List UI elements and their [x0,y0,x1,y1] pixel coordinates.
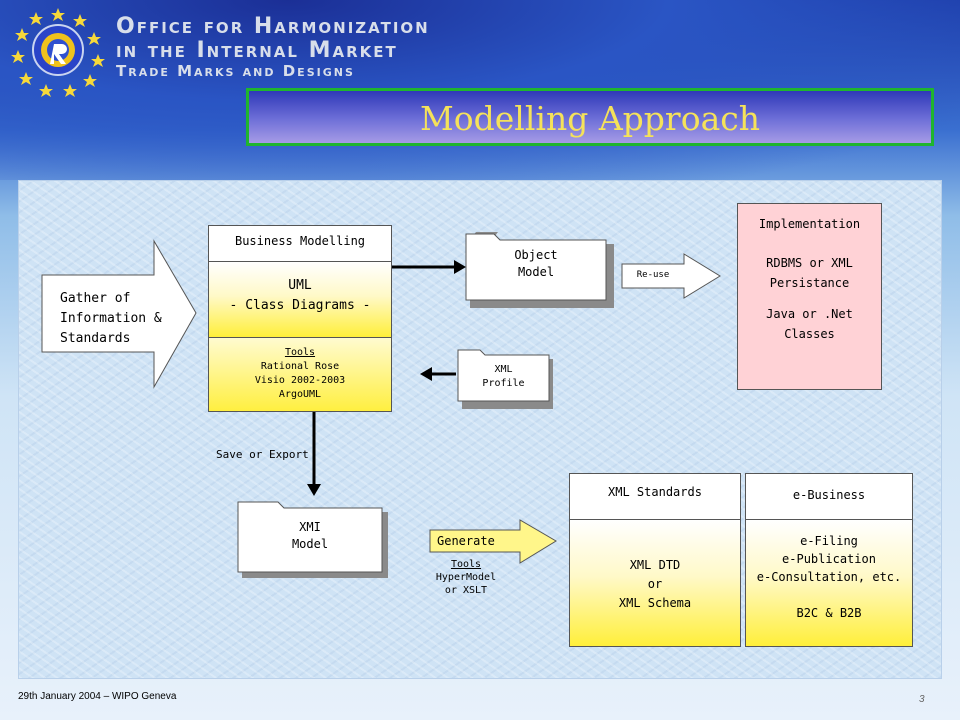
implementation-box: Implementation RDBMS or XML Persistance … [737,203,882,390]
reuse-arrow-shape [621,253,721,299]
bm-tool-item: Rational Rose [260,361,340,372]
ebusiness-body: e-Filing e-Publication e-Consultation, e… [745,519,913,647]
implementation-line: RDBMS or XML [766,256,853,270]
footer-date: 29th January 2004 – WIPO Geneva [18,691,177,702]
ebusiness-line: e-Publication [782,552,876,566]
xmi-model-line2: Model [291,537,329,551]
xml-standards-line: XML Schema [618,596,692,610]
xml-profile-line2: Profile [482,378,525,389]
class-diagrams-label: - Class Diagrams - [229,298,371,313]
xml-standards-title: XML Standards [608,485,702,499]
gather-line1: Gather of [60,291,131,306]
org-name-line1: Office for Harmonization [116,14,430,39]
xml-standards-header: XML Standards [569,473,741,520]
generate-label: Generate [437,534,495,548]
bm-tools-label: Tools [284,347,316,358]
ebusiness-line: e-Filing [800,534,858,548]
org-name-line2: in the Internal Market [116,38,398,63]
implementation-line: Java or .Net [766,307,853,321]
ebusiness-line: e-Consultation, etc. [756,570,902,584]
xmi-model-folder [237,501,388,578]
xml-standards-line: XML DTD [629,558,681,572]
gather-text: Gather of Information & Standards [60,289,162,349]
business-modelling-header: Business Modelling [208,225,392,262]
xmi-model-label: XMI Model [238,519,382,553]
gather-line3: Standards [60,331,131,346]
page-number: 3 [919,694,925,705]
xml-profile-label: XML Profile [458,363,549,391]
generate-tools: Tools HyperModel or XSLT [422,558,510,597]
object-model-label: Object Model [466,247,606,281]
ebusiness-line: B2C & B2B [796,606,862,620]
xml-profile-line1: XML [494,364,513,375]
generate-tool-item: or XSLT [444,585,488,596]
object-model-folder [465,232,614,308]
xml-standards-body: XML DTD or XML Schema [569,519,741,647]
xml-standards-line: or [647,577,663,591]
xml-profile-folder [457,349,553,409]
implementation-line: Classes [784,327,835,341]
bm-tool-item: ArgoUML [278,389,322,400]
save-export-label: Save or Export [216,448,309,461]
gather-arrow-shape [41,239,197,389]
ohim-logo [11,8,105,97]
uml-label: UML [288,278,312,293]
bm-tools-section: Tools Rational Rose Visio 2002-2003 Argo… [208,337,392,412]
ebusiness-title: e-Business [792,488,866,502]
generate-tool-item: HyperModel [435,572,497,583]
implementation-line: Persistance [769,276,850,290]
implementation-title: Implementation [758,217,861,231]
business-modelling-title: Business Modelling [234,234,366,248]
xmi-model-line1: XMI [299,520,321,534]
uml-section: UML - Class Diagrams - [208,261,392,338]
bm-tool-item: Visio 2002-2003 [254,375,346,386]
gather-line2: Information & [60,311,162,326]
title-box: Modelling Approach [246,88,934,146]
reuse-label: Re-use [636,270,670,280]
org-name-line3: Trade Marks and Designs [116,62,355,80]
ebusiness-header: e-Business [745,473,913,520]
object-model-line1: Object [514,248,558,262]
page-title: Modelling Approach [420,99,760,138]
generate-arrow-shape [429,519,557,564]
object-model-line2: Model [517,265,555,279]
generate-tools-label: Tools [450,559,482,570]
